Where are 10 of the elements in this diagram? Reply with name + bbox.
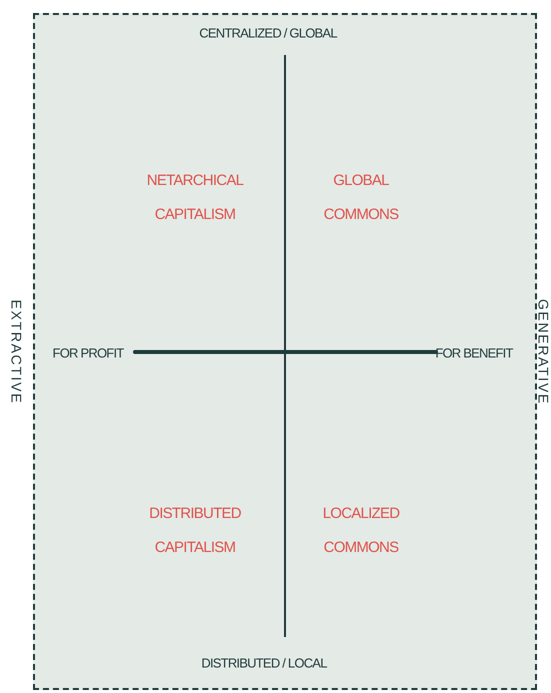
- side-label: EXTRACTIVE: [8, 300, 26, 404]
- axis-label: FOR PROFIT: [52, 344, 124, 362]
- quadrant-label: NETARCHICAL CAPITALISM: [146, 171, 244, 225]
- quadrant-label: LOCALIZED COMMONS: [322, 504, 400, 558]
- axis-label: FOR BENEFIT: [435, 344, 513, 362]
- side-label: GENERATIVE: [534, 299, 551, 405]
- axis-label: CENTRALIZED / GLOBAL: [199, 24, 337, 42]
- quadrant-label: DISTRIBUTED CAPITALISM: [148, 504, 242, 558]
- quadrant-label: GLOBAL COMMONS: [322, 171, 400, 225]
- axis-label: DISTRIBUTED / LOCAL: [201, 654, 327, 672]
